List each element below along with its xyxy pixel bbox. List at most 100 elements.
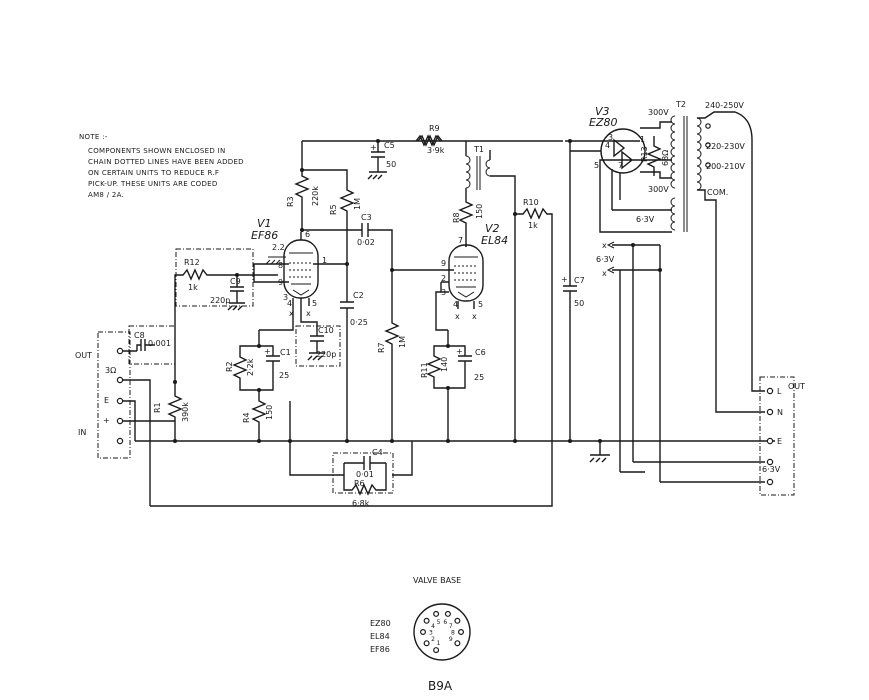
r7-value: 1M bbox=[398, 336, 407, 348]
c10-value: 220p bbox=[316, 350, 336, 359]
heater-out-leads bbox=[620, 461, 765, 483]
terminal-e[interactable] bbox=[116, 397, 124, 405]
v2-leads bbox=[441, 245, 475, 309]
label-3ohm: 3Ω bbox=[105, 366, 116, 375]
v2-pin4: 4 bbox=[453, 300, 458, 309]
v1-anode-network: R3 220k R5 1M C3 0·02 C2 0·25 bbox=[286, 141, 441, 441]
valve-base-pin-label-5: 5 bbox=[437, 619, 441, 626]
c8-value: 0·001 bbox=[148, 339, 171, 348]
c10-capacitor bbox=[300, 306, 325, 361]
terminal-leads bbox=[123, 350, 175, 441]
tap-220-terminal[interactable] bbox=[705, 142, 711, 148]
r5-node bbox=[300, 168, 304, 172]
c3-node bbox=[300, 228, 304, 232]
terminal-63-2[interactable] bbox=[766, 478, 774, 486]
c4-plates bbox=[363, 456, 371, 470]
v2-heater-x1: x bbox=[455, 312, 460, 321]
valve-base-pin-label-3: 3 bbox=[429, 630, 433, 637]
v1-leads bbox=[278, 232, 347, 306]
v1-pin5: 5 bbox=[312, 299, 317, 308]
valve-base-pin-label-8: 8 bbox=[451, 630, 455, 637]
r8-value: 150 bbox=[475, 204, 484, 219]
rail-node-3 bbox=[446, 439, 450, 443]
r3-resistor bbox=[294, 141, 310, 232]
valve-base-pin-6 bbox=[444, 610, 451, 617]
main-wiring bbox=[135, 140, 775, 507]
v1-envelope bbox=[283, 239, 319, 299]
terminal-out-1[interactable] bbox=[116, 347, 124, 355]
label-plus: + bbox=[103, 416, 110, 425]
c7-ref: C7 bbox=[574, 276, 585, 285]
r12-ref: R12 bbox=[184, 258, 200, 267]
c9-capacitor bbox=[227, 275, 245, 311]
earth-symbol bbox=[589, 441, 610, 463]
r10-ref: R10 bbox=[523, 198, 539, 207]
terminal-63-1[interactable] bbox=[766, 458, 774, 466]
t2-primary bbox=[696, 117, 702, 191]
valve-base-title: VALVE BASE bbox=[413, 576, 461, 585]
c10-ref: C10 bbox=[318, 326, 334, 335]
transformer-t2: T2 300V 300V 6·3V 240-250V 220-230V 200-… bbox=[599, 100, 765, 413]
r10-resistor bbox=[515, 207, 553, 418]
rail-node-1 bbox=[345, 439, 349, 443]
terminal-n[interactable] bbox=[766, 408, 774, 416]
t2-ref: T2 bbox=[675, 100, 686, 109]
terminal-out-2[interactable] bbox=[116, 376, 124, 384]
mains-terminals: L N E OUT 6·3V bbox=[759, 376, 805, 496]
r2-top-node bbox=[257, 344, 261, 348]
note-block: NOTE :- COMPONENTS SHOWN ENCLOSED IN CHA… bbox=[79, 133, 244, 199]
v2-pin2: 2 bbox=[441, 274, 446, 283]
r10-node bbox=[513, 212, 517, 216]
c5-node bbox=[376, 139, 380, 143]
v1-cathode-heater bbox=[291, 283, 311, 296]
heater-wires bbox=[612, 244, 661, 482]
r8-ref: R8 bbox=[452, 212, 461, 223]
c7-reservoir: + C7 50 bbox=[561, 139, 585, 441]
valve-base-pin-9 bbox=[454, 640, 461, 647]
valve-v1: V1 EF86 6 8 9 1 3 4 5 x x 2.2 bbox=[251, 217, 347, 318]
v1-pin3: 3 bbox=[283, 293, 288, 302]
r4-resistor bbox=[251, 390, 267, 441]
v1-earth-tag bbox=[265, 256, 286, 265]
terminal-plus[interactable] bbox=[116, 417, 124, 425]
r4-value: 150 bbox=[265, 405, 274, 420]
c6-value: 25 bbox=[474, 373, 484, 382]
terminal-e-right[interactable] bbox=[766, 437, 774, 445]
tap-200-terminal[interactable] bbox=[705, 162, 711, 168]
terminal-in[interactable] bbox=[116, 437, 124, 445]
heater-node-2 bbox=[658, 268, 662, 272]
r9-ref: R9 bbox=[429, 124, 440, 133]
v1-pin9: 9 bbox=[278, 278, 283, 287]
c5-capacitor bbox=[367, 141, 387, 180]
valve-base-outline bbox=[413, 603, 471, 661]
c3-leads bbox=[302, 229, 441, 271]
r7-grid-leak: R7 1M bbox=[377, 268, 407, 441]
heater-x-bottom: x bbox=[602, 269, 607, 278]
r4-ref: R4 bbox=[242, 412, 251, 423]
base-type-el84: EL84 bbox=[370, 632, 390, 641]
tap-240-terminal[interactable] bbox=[705, 123, 711, 129]
c2-ref: C2 bbox=[353, 291, 364, 300]
v2-pin9: 9 bbox=[441, 259, 446, 268]
v3-pin4: 4 bbox=[605, 141, 610, 150]
v2-pin7: 7 bbox=[458, 236, 463, 245]
v3-pin3: 3 bbox=[608, 133, 613, 142]
label-e: E bbox=[104, 396, 109, 405]
label-e-right: E bbox=[777, 437, 782, 446]
terminal-l[interactable] bbox=[766, 387, 774, 395]
note-line-3: ON CERTAIN UNITS TO REDUCE R.F bbox=[88, 169, 219, 177]
c1-value: 25 bbox=[279, 371, 289, 380]
c9-node bbox=[235, 273, 239, 277]
rail-node-4 bbox=[513, 439, 517, 443]
c8-leads bbox=[136, 344, 155, 351]
note-line-4: PICK-UP. THESE UNITS ARE CODED bbox=[88, 180, 218, 188]
r1-value: 390k bbox=[181, 402, 190, 422]
valve-base-pin-label-2: 2 bbox=[431, 636, 435, 643]
v2-type: EL84 bbox=[481, 234, 508, 247]
c3-value: 0·02 bbox=[357, 238, 375, 247]
note-line-5: AM8 / 2A. bbox=[88, 191, 124, 199]
label-63v-right: 6·3V bbox=[762, 465, 781, 474]
c6-ref: C6 bbox=[475, 348, 486, 357]
r11-top-node bbox=[446, 344, 450, 348]
